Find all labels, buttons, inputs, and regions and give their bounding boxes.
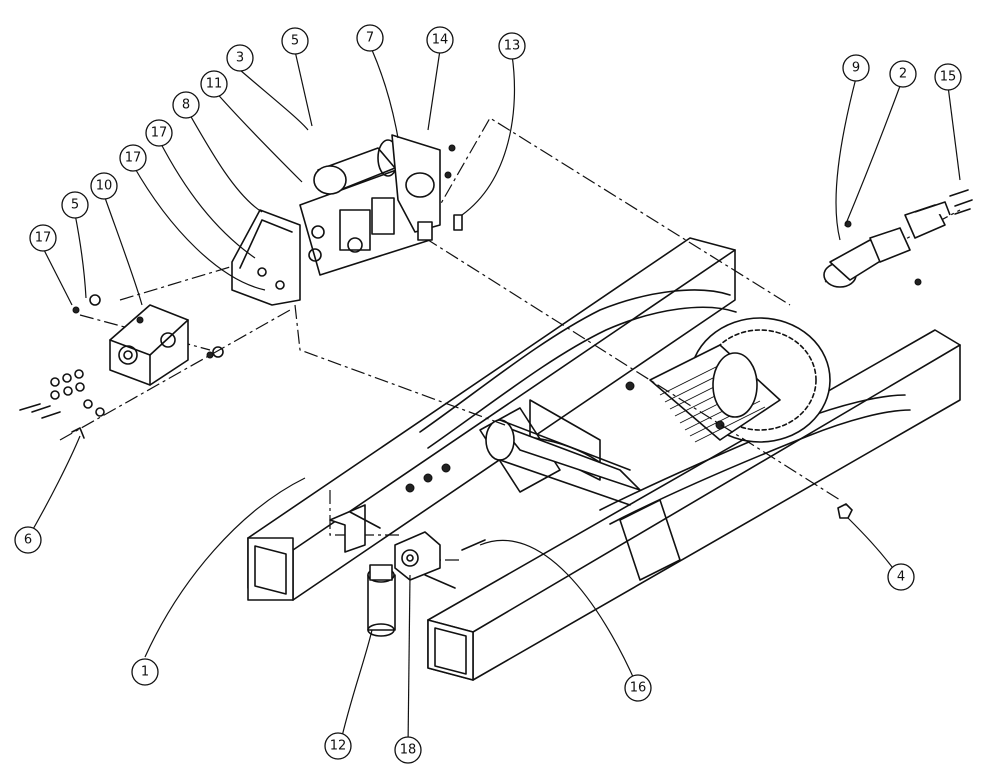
callout-13-label: 13 bbox=[504, 39, 521, 54]
callout-6-label: 6 bbox=[24, 533, 32, 548]
callout-4-label: 4 bbox=[897, 570, 905, 585]
left-frame-rail bbox=[247, 237, 736, 601]
callout-10-label: 10 bbox=[96, 179, 113, 194]
callout-3-label: 3 bbox=[236, 51, 244, 66]
callout-18-label: 18 bbox=[400, 743, 417, 758]
callout-2: 2 bbox=[889, 60, 917, 88]
callout-7-label: 7 bbox=[366, 31, 374, 46]
callout-17-top-label: 17 bbox=[151, 126, 168, 141]
callout-12: 12 bbox=[324, 732, 352, 760]
coupler-assembly bbox=[823, 189, 973, 288]
hardware-bolts bbox=[19, 294, 224, 439]
callout-1-label: 1 bbox=[141, 665, 149, 680]
callout-17-left: 17 bbox=[29, 224, 57, 252]
explode-lines bbox=[59, 117, 961, 561]
pin bbox=[453, 214, 463, 231]
callout-5-lower-label: 5 bbox=[71, 198, 79, 213]
callout-8: 8 bbox=[172, 91, 200, 119]
callout-4: 4 bbox=[887, 563, 915, 591]
callout-3: 3 bbox=[226, 44, 254, 72]
callout-5-lower: 5 bbox=[61, 191, 89, 219]
callout-15-label: 15 bbox=[940, 70, 957, 85]
valve-assembly bbox=[299, 134, 456, 276]
callout-8-label: 8 bbox=[182, 98, 190, 113]
callout-13: 13 bbox=[498, 32, 526, 60]
callout-15: 15 bbox=[934, 63, 962, 91]
callout-16: 16 bbox=[624, 674, 652, 702]
callout-9: 9 bbox=[842, 54, 870, 82]
callout-5: 5 bbox=[281, 27, 309, 55]
callout-17-mid-label: 17 bbox=[125, 151, 142, 166]
mounting-bracket bbox=[231, 209, 301, 306]
callout-17-left-label: 17 bbox=[35, 231, 52, 246]
callout-14: 14 bbox=[426, 26, 454, 54]
callout-10: 10 bbox=[90, 172, 118, 200]
callout-11: 11 bbox=[200, 70, 228, 98]
callout-11-label: 11 bbox=[206, 77, 223, 92]
small-bracket bbox=[329, 504, 381, 553]
nut bbox=[837, 503, 853, 519]
callout-17-mid: 17 bbox=[119, 144, 147, 172]
callout-12-label: 12 bbox=[330, 739, 347, 754]
callout-14-label: 14 bbox=[432, 33, 449, 48]
callout-5-label: 5 bbox=[291, 34, 299, 49]
leader-lines bbox=[27, 49, 961, 749]
axle-tube bbox=[485, 419, 641, 506]
callout-18: 18 bbox=[394, 736, 422, 764]
callout-17-top: 17 bbox=[145, 119, 173, 147]
clamp-block bbox=[394, 531, 486, 589]
callout-7: 7 bbox=[356, 24, 384, 52]
callout-2-label: 2 bbox=[899, 67, 907, 82]
callout-1: 1 bbox=[131, 658, 159, 686]
drive-motor bbox=[625, 317, 831, 443]
hydraulic-cylinder bbox=[367, 564, 396, 637]
pump bbox=[109, 304, 189, 386]
callout-9-label: 9 bbox=[852, 61, 860, 76]
callout-16-label: 16 bbox=[630, 681, 647, 696]
callout-6: 6 bbox=[14, 526, 42, 554]
